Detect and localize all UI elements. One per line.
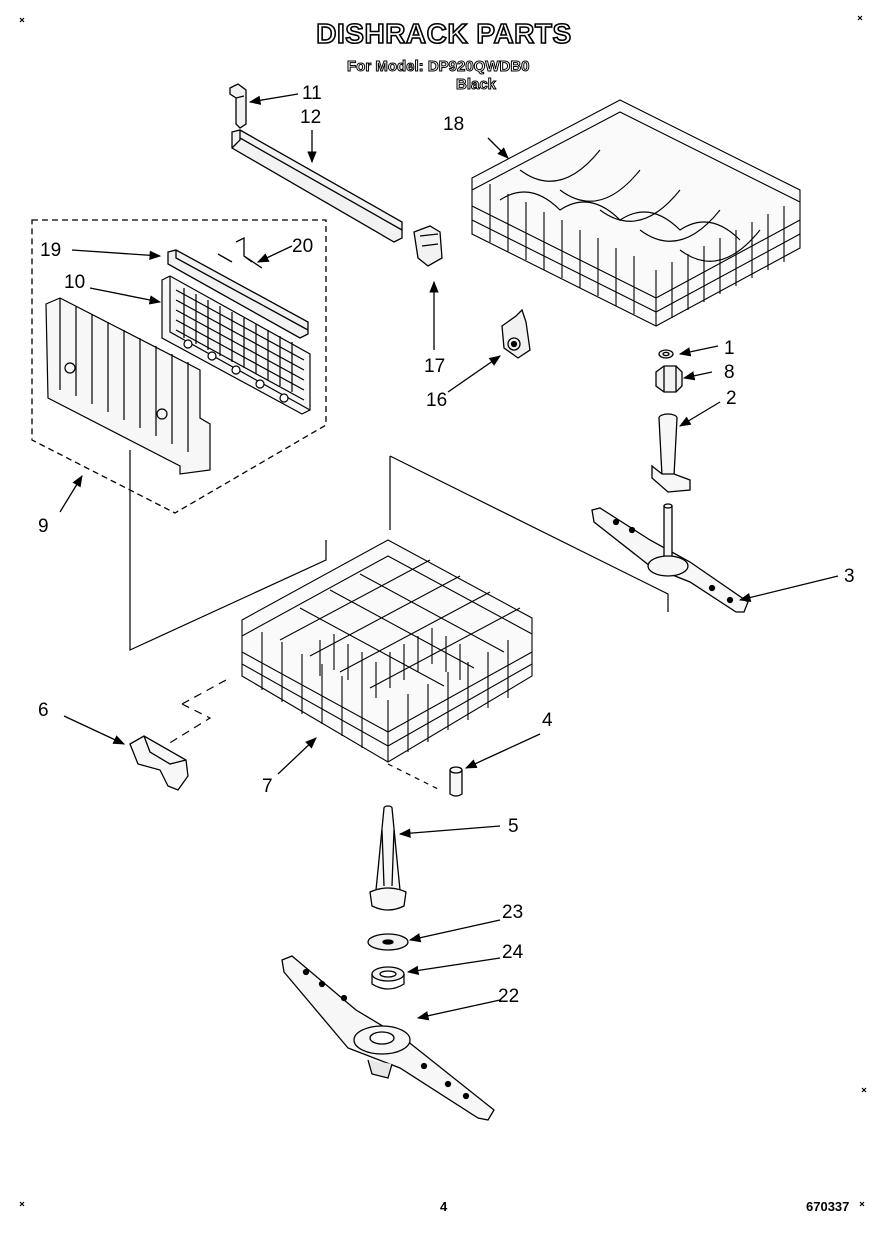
part-7-lower-rack [241, 539, 533, 763]
part-9-tine-panel [45, 297, 211, 475]
part-6-rack-clip [129, 735, 189, 791]
page-title: DISHRACK PARTS [315, 17, 572, 50]
callout-17: 17 [424, 356, 445, 377]
part-20-small-clip [217, 236, 263, 269]
callout-3: 3 [844, 566, 855, 587]
part-19-strip [167, 249, 309, 339]
callout-19: 19 [40, 240, 61, 261]
callout-24: 24 [502, 942, 524, 963]
leader-lines [59, 93, 839, 1021]
callout-11: 11 [302, 83, 322, 104]
callout-20: 20 [292, 236, 313, 257]
part-4-bushing [449, 766, 463, 797]
callout-5: 5 [508, 816, 519, 837]
part-3-upper-spray-arm [591, 503, 749, 613]
part-23-washer [367, 933, 409, 951]
callout-6: 6 [38, 700, 49, 721]
part-9-assembly-outline [31, 219, 327, 514]
callout-labels: 11 12 18 19 20 10 17 16 1 8 2 3 9 6 7 4 … [38, 83, 855, 1007]
callout-23: 23 [502, 902, 523, 923]
callout-9: 9 [38, 516, 49, 537]
part-5-spray-tower [369, 805, 407, 911]
callout-8: 8 [724, 362, 735, 383]
callout-1: 1 [724, 338, 735, 359]
color-line: Black [455, 76, 497, 94]
part-1-washer [658, 349, 674, 359]
part-22-lower-spray-arm [281, 955, 495, 1121]
part-8-nut [655, 365, 683, 393]
callout-16: 16 [426, 390, 447, 411]
part-10-grid-basket [161, 275, 311, 415]
callout-18: 18 [443, 114, 464, 135]
page-number: 4 [440, 1199, 448, 1214]
callout-7: 7 [262, 776, 273, 797]
alignment-lines [129, 450, 669, 791]
part-11-clip [229, 83, 247, 129]
part-24-ring [371, 966, 405, 990]
part-18-upper-rack [471, 99, 801, 327]
model-line: For Model: DP920QWDB0 [347, 58, 531, 76]
registration-marks [19, 15, 867, 1207]
callout-22: 22 [498, 986, 519, 1007]
callout-2: 2 [726, 388, 737, 409]
part-17-end-cap [413, 225, 443, 267]
document-number: 670337 [806, 1199, 850, 1214]
callout-10: 10 [64, 272, 85, 293]
part-2-spray-tube [651, 413, 691, 493]
part-12-rail [231, 129, 403, 243]
callout-4: 4 [542, 710, 553, 731]
callout-12: 12 [300, 107, 321, 128]
part-16-bracket [501, 308, 531, 359]
